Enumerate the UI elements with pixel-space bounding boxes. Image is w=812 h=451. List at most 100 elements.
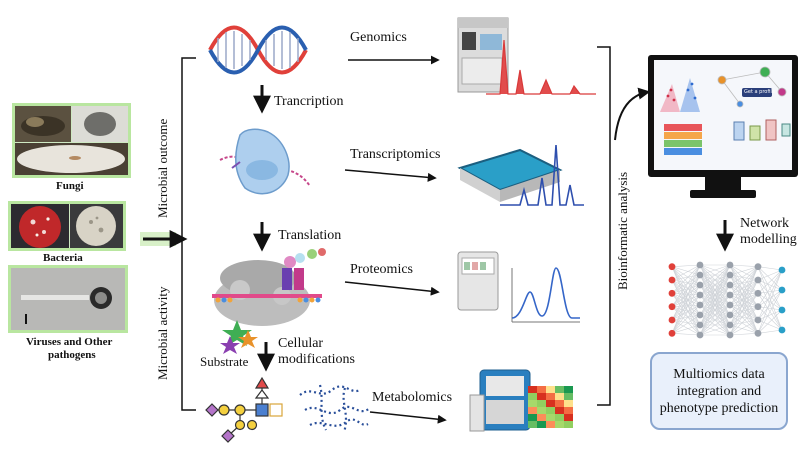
nn-edge [671, 294, 701, 321]
multiomics-line3: phenotype prediction [659, 400, 779, 416]
ribosome-icon [212, 248, 326, 326]
translation-label: Translation [278, 228, 342, 243]
proteomics-arrow [344, 281, 440, 296]
nn-edge [729, 274, 759, 281]
nn-node [696, 271, 704, 279]
viruses-label-line1: Viruses and Other [26, 336, 113, 348]
nn-node [726, 291, 734, 299]
heatmap-cell [555, 421, 564, 428]
nn-edge [757, 269, 783, 281]
nn-edge [729, 266, 759, 296]
cellular-label-line1: Cellular [278, 336, 324, 351]
nn-node [726, 321, 734, 329]
nn-edge [699, 264, 731, 336]
metabolomics-label: Metabolomics [372, 390, 453, 405]
nn-node [696, 261, 704, 269]
nn-node [754, 289, 762, 297]
fungi-photo [15, 106, 128, 175]
nn-edge [729, 293, 759, 306]
viruses-label-line2: pathogens [48, 349, 96, 361]
rna-polymerase-icon [219, 128, 311, 195]
nn-edge [671, 304, 701, 321]
nn-edge [671, 284, 701, 321]
nn-node [778, 286, 786, 294]
nn-edge [671, 264, 701, 267]
nn-edge [671, 293, 701, 296]
nn-node [696, 301, 704, 309]
nn-node [668, 329, 676, 337]
nn-edge [757, 269, 783, 294]
nn-edge [757, 319, 783, 331]
nn-edge [729, 266, 759, 336]
dna-helix-icon [208, 25, 308, 75]
heatmap-cell [564, 407, 573, 414]
nn-node [696, 321, 704, 329]
nn-node [668, 316, 676, 324]
nn-edge [671, 284, 701, 334]
nn-edge [699, 314, 731, 336]
nn-edge [729, 266, 759, 286]
screen-chip-label: Get a profile [744, 89, 775, 95]
nn-edge [729, 304, 759, 334]
nn-edge [757, 309, 783, 334]
nn-node [778, 326, 786, 334]
mass-spectrometer-icon [457, 251, 580, 323]
nn-node [668, 276, 676, 284]
nn-edge [671, 324, 701, 334]
nn-edge [699, 294, 731, 336]
nn-edge [729, 279, 759, 286]
heatmap-cell [555, 400, 564, 407]
network-label-line1: Network [740, 216, 789, 231]
substrate-label: Substrate [200, 354, 249, 369]
nn-edge [671, 304, 701, 334]
neural-network-icon [668, 261, 786, 339]
heatmap-cell [537, 414, 546, 421]
transcriptomics-arrow [344, 169, 437, 182]
nn-edge [671, 264, 701, 334]
nn-edge [699, 304, 731, 336]
volcano-plot [660, 78, 700, 112]
heatmap-cell [564, 421, 573, 428]
nn-edge [671, 306, 701, 316]
nn-edge [729, 333, 759, 336]
nn-edge [729, 293, 759, 336]
heatmap-cell [528, 407, 537, 414]
nn-node [726, 261, 734, 269]
stacked-bars [664, 124, 702, 155]
nn-edge [757, 269, 783, 307]
nn-edge [757, 306, 783, 331]
nn-edge [729, 293, 759, 296]
fungi-photo-panel [12, 103, 131, 178]
heatmap-cell [555, 393, 564, 400]
heatmap-cell [528, 421, 537, 428]
nn-node [754, 276, 762, 284]
heatmap-cell [537, 400, 546, 407]
nn-edge [671, 284, 701, 307]
nn-edge [757, 289, 783, 334]
nn-edge [757, 306, 783, 311]
heatmap-cell [555, 414, 564, 421]
nn-edge [671, 284, 701, 294]
heatmap-cell [528, 393, 537, 400]
nn-edge [671, 294, 701, 307]
nn-edge [699, 264, 731, 276]
nn-edge [729, 279, 759, 326]
bacteria-label: Bacteria [43, 252, 83, 264]
nn-edge [757, 329, 783, 334]
nn-node [696, 281, 704, 289]
genomics-label: Genomics [350, 30, 407, 45]
input-arrow [140, 230, 188, 248]
nn-node [754, 263, 762, 271]
nn-edge [729, 279, 759, 306]
nn-edge [699, 264, 731, 286]
nn-edge [671, 304, 701, 307]
multiomics-line2: integration and [676, 383, 762, 399]
nn-edge [671, 274, 701, 321]
nn-edge [671, 274, 701, 307]
metabolite-strands-icon [299, 384, 371, 433]
glycan-structure-icon [205, 376, 283, 443]
nn-edge [729, 304, 759, 307]
left-bracket [181, 57, 196, 411]
heatmap-cell [537, 421, 546, 428]
nn-node [754, 303, 762, 311]
